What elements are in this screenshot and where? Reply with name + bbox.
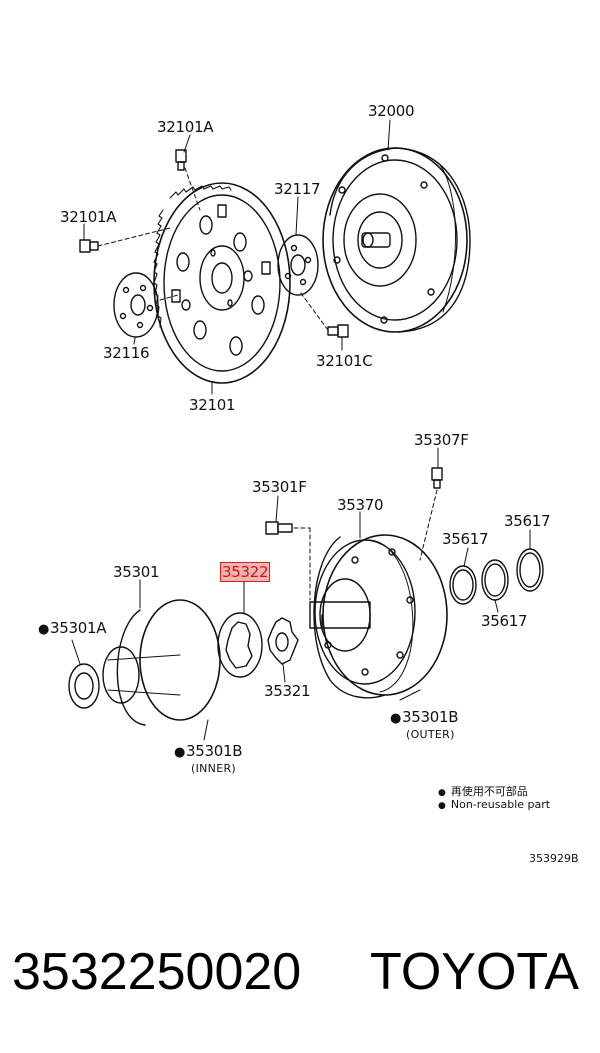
plate-32117: [277, 234, 319, 296]
bullet-35301B-inner: ●: [174, 745, 186, 760]
label-35301F: 35301F: [252, 478, 307, 496]
drive-gear-35321: [267, 617, 299, 665]
label-35301B-inner-text: 35301B: [186, 742, 243, 760]
legend-jp: ● 再使用不可部品: [438, 785, 528, 800]
label-inner-note: (INNER): [191, 762, 236, 775]
label-32117: 32117: [274, 180, 321, 198]
label-35617-c: 35617: [481, 612, 528, 630]
parts-diagram: [68, 119, 544, 741]
legend-en: ● Non-reusable part: [438, 798, 550, 813]
label-35617-a: 35617: [442, 530, 489, 548]
torque-converter-32000: [322, 147, 471, 333]
label-32101: 32101: [189, 396, 236, 414]
legend-bullet-jp: ●: [438, 788, 446, 798]
label-32101A-left: 32101A: [60, 208, 117, 226]
footer: 3532250020 TOYOTA: [12, 940, 592, 1004]
label-35617-b: 35617: [504, 512, 551, 530]
legend-en-text: Non-reusable part: [450, 798, 551, 811]
label-outer-note: (OUTER): [406, 728, 455, 741]
label-35322-highlighted: 35322: [219, 562, 271, 582]
label-32000: 32000: [368, 102, 415, 120]
bullet-35301A: ●: [38, 622, 50, 637]
label-35301: 35301: [113, 563, 160, 581]
oil-seal-35301A: [68, 663, 100, 709]
legend-jp-text: 再使用不可部品: [450, 785, 528, 798]
label-35301B-inner: ●35301B: [174, 742, 243, 762]
leaders-bottom: [71, 447, 531, 741]
driven-gear-35322: [217, 612, 263, 678]
o-rings-35617: [449, 548, 544, 605]
brand-name: TOYOTA: [370, 943, 579, 1001]
label-35307F: 35307F: [414, 431, 469, 449]
diagram-code: 353929B: [529, 852, 579, 865]
label-35301B-outer-text: 35301B: [402, 708, 459, 726]
label-35321: 35321: [264, 682, 311, 700]
label-35301A-text: 35301A: [50, 619, 107, 637]
drive-plate-32101: [153, 182, 291, 384]
pump-cover-35301: [102, 599, 221, 726]
label-35301B-outer: ●35301B: [390, 708, 459, 728]
spacer-32116: [113, 272, 159, 338]
label-32116: 32116: [103, 344, 150, 362]
part-number: 3532250020: [12, 943, 302, 1001]
label-35301A: ●35301A: [38, 619, 107, 639]
label-35370: 35370: [337, 496, 384, 514]
leaders-top: [83, 119, 391, 395]
legend-bullet-en: ●: [438, 801, 446, 811]
bullet-35301B-outer: ●: [390, 711, 402, 726]
label-32101C: 32101C: [316, 352, 373, 370]
bolts-bottom: [265, 467, 443, 535]
oil-pump-body-35370: [309, 534, 448, 699]
label-32101A-top: 32101A: [157, 118, 214, 136]
bolts-top: [79, 149, 349, 338]
